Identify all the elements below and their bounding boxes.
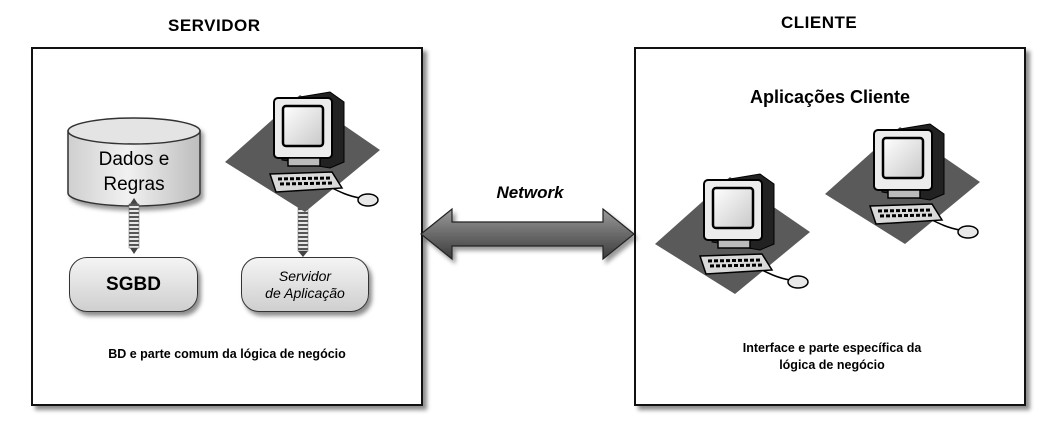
server-heading: SERVIDOR	[168, 16, 261, 35]
database-label-line2: Regras	[103, 174, 164, 195]
db-to-dbms-connector	[128, 198, 140, 254]
client-computer-icon-left	[653, 172, 812, 296]
client-caption-line1: Interface e parte específica da	[742, 341, 922, 355]
app-server-label-line2: de Aplicação	[265, 284, 345, 301]
database-cylinder	[67, 117, 201, 207]
database-label-line1: Dados e	[99, 149, 170, 170]
server-panel	[31, 47, 423, 406]
dbms-label: SGBD	[106, 273, 161, 295]
app-server-box: Servidor de Aplicação	[241, 257, 369, 312]
network-label: Network	[496, 183, 564, 202]
server-computer-icon	[223, 90, 382, 214]
app-server-label-line1: Servidor	[278, 267, 332, 284]
client-apps-title: Aplicações Cliente	[749, 87, 911, 107]
client-caption: Interface e parte específica da lógica d…	[636, 340, 1028, 374]
dbms-box: SGBD	[69, 257, 198, 312]
client-heading: CLIENTE	[781, 13, 858, 32]
server-caption: BD e parte comum da lógica de negócio	[108, 347, 346, 361]
network-double-arrow	[420, 207, 635, 261]
client-computer-icon-right	[823, 122, 982, 246]
client-caption-line2: lógica de negócio	[779, 358, 885, 372]
client-panel	[634, 47, 1026, 406]
